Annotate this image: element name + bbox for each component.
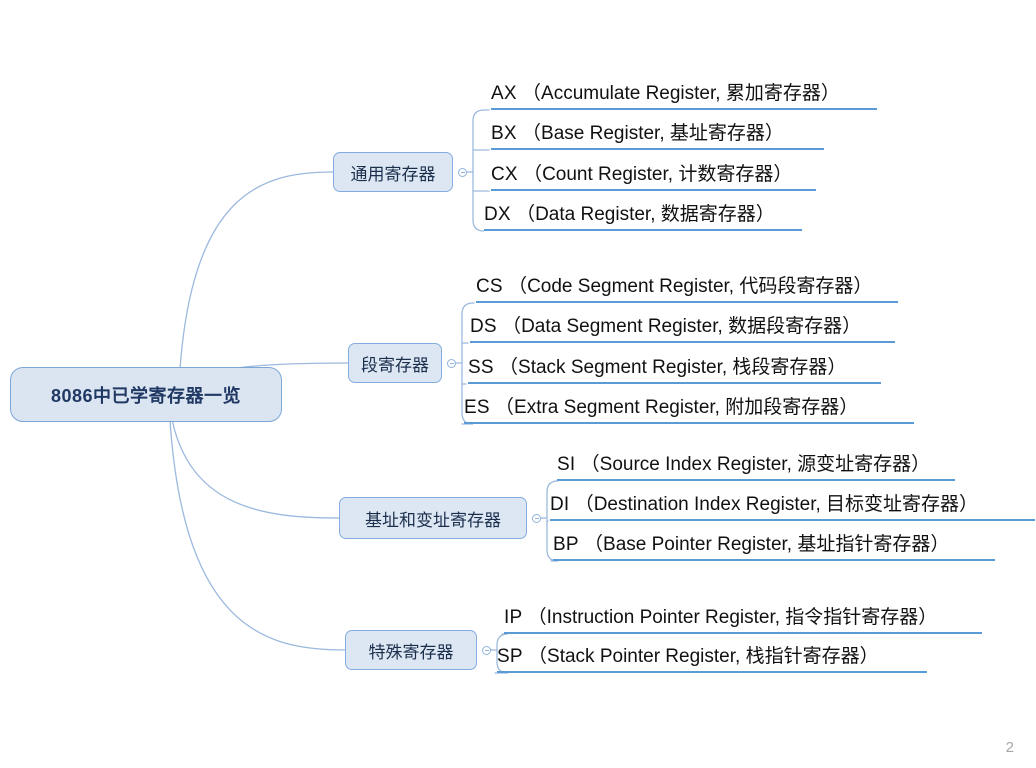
leaf-detail: （Accumulate Register, 累加寄存器）: [522, 83, 840, 104]
leaf-base-index-si[interactable]: SI （Source Index Register, 源变址寄存器）: [557, 449, 955, 481]
leaf-code: SI: [557, 454, 576, 475]
page-number: 2: [1005, 739, 1014, 756]
leaf-code: IP: [504, 607, 523, 628]
leaf-detail: （Count Register, 计数寄存器）: [523, 164, 793, 185]
leaf-general-purpose-bx[interactable]: BX （Base Register, 基址寄存器）: [491, 118, 824, 150]
leaf-segment-cs[interactable]: CS （Code Segment Register, 代码段寄存器）: [476, 271, 898, 303]
leaf-detail: （Extra Segment Register, 附加段寄存器）: [495, 397, 859, 418]
leaf-special-ip[interactable]: IP （Instruction Pointer Register, 指令指针寄存…: [504, 602, 982, 634]
collapse-toggle-icon-general-purpose[interactable]: [458, 167, 467, 177]
branch-node-segment[interactable]: 段寄存器: [348, 343, 442, 383]
leaf-detail: （Destination Index Register, 目标变址寄存器）: [574, 494, 979, 515]
leaf-detail: （Base Register, 基址寄存器）: [522, 123, 784, 144]
branch-node-label: 通用寄存器: [350, 164, 436, 184]
branch-node-label: 特殊寄存器: [368, 642, 454, 662]
collapse-toggle-icon-base-index[interactable]: [532, 513, 541, 523]
leaf-base-index-bp[interactable]: BP （Base Pointer Register, 基址指针寄存器）: [553, 529, 995, 561]
root-node-label: 8086中已学寄存器一览: [50, 385, 242, 406]
leaf-code: DI: [550, 494, 570, 515]
leaf-code: BX: [491, 123, 517, 144]
leaf-general-purpose-ax[interactable]: AX （Accumulate Register, 累加寄存器）: [491, 78, 877, 110]
leaf-code: DX: [484, 204, 511, 225]
leaf-segment-es[interactable]: ES （Extra Segment Register, 附加段寄存器）: [464, 392, 914, 424]
leaf-code: DS: [470, 316, 497, 337]
collapse-toggle-icon-special[interactable]: [482, 645, 491, 655]
branch-node-special[interactable]: 特殊寄存器: [345, 630, 477, 670]
leaf-code: AX: [491, 83, 517, 104]
leaf-code: CS: [476, 276, 503, 297]
leaf-code: SS: [468, 357, 494, 378]
branch-node-base-index[interactable]: 基址和变址寄存器: [339, 497, 527, 539]
leaf-detail: （Instruction Pointer Register, 指令指针寄存器）: [527, 607, 938, 628]
leaf-special-sp[interactable]: SP （Stack Pointer Register, 栈指针寄存器）: [497, 641, 927, 673]
leaf-detail: （Source Index Register, 源变址寄存器）: [580, 454, 931, 475]
leaf-segment-ss[interactable]: SS （Stack Segment Register, 栈段寄存器）: [468, 352, 881, 384]
leaf-detail: （Data Segment Register, 数据段寄存器）: [502, 316, 862, 337]
leaf-code: ES: [464, 397, 490, 418]
leaf-segment-ds[interactable]: DS （Data Segment Register, 数据段寄存器）: [470, 311, 895, 343]
branch-node-general-purpose[interactable]: 通用寄存器: [333, 152, 453, 192]
branch-node-label: 段寄存器: [361, 355, 429, 375]
leaf-base-index-di[interactable]: DI （Destination Index Register, 目标变址寄存器）: [550, 489, 1035, 521]
leaf-code: SP: [497, 646, 523, 667]
leaf-code: CX: [491, 164, 518, 185]
branch-node-label: 基址和变址寄存器: [365, 510, 501, 530]
leaf-code: BP: [553, 534, 579, 555]
leaf-general-purpose-dx[interactable]: DX （Data Register, 数据寄存器）: [484, 199, 802, 231]
root-node[interactable]: 8086中已学寄存器一览: [10, 367, 282, 422]
leaf-general-purpose-cx[interactable]: CX （Count Register, 计数寄存器）: [491, 159, 816, 191]
leaf-detail: （Code Segment Register, 代码段寄存器）: [508, 276, 873, 297]
leaf-detail: （Stack Segment Register, 栈段寄存器）: [499, 357, 847, 378]
collapse-toggle-icon-segment[interactable]: [447, 358, 456, 368]
leaf-detail: （Base Pointer Register, 基址指针寄存器）: [584, 534, 950, 555]
leaf-detail: （Stack Pointer Register, 栈指针寄存器）: [528, 646, 879, 667]
leaf-detail: （Data Register, 数据寄存器）: [516, 204, 775, 225]
